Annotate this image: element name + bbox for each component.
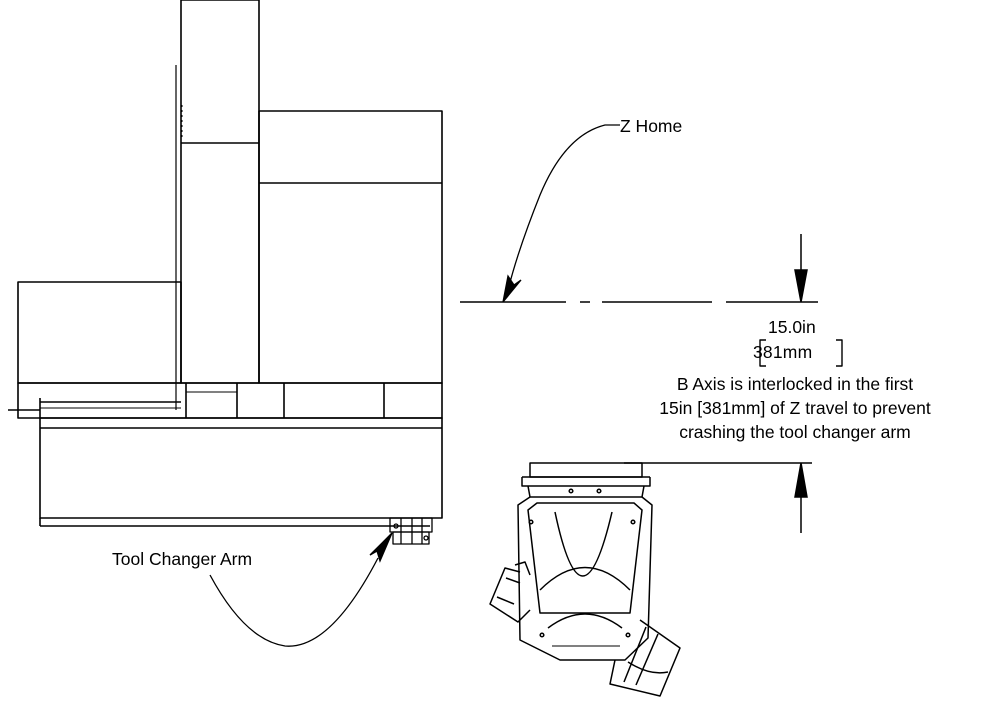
- dimension-millimeters: 381mm: [753, 342, 813, 362]
- interlock-note: B Axis is interlocked in the first 15in …: [600, 372, 990, 444]
- spindle-head: [489, 462, 681, 697]
- head-housing: [258, 110, 443, 384]
- dimension-inches: 15.0in: [768, 317, 816, 337]
- lower-band: [17, 382, 443, 419]
- dimension-z-travel: [624, 234, 812, 533]
- machine-body: [8, 0, 443, 545]
- tool-changer-arm-part: [389, 517, 433, 545]
- mm-brackets: [759, 339, 843, 367]
- column: [180, 0, 260, 384]
- z-home-label: Z Home: [620, 116, 683, 136]
- note-line-1: B Axis is interlocked in the first: [676, 374, 914, 394]
- tool-arm-leader: [209, 532, 393, 647]
- z-home-leader: [502, 124, 620, 303]
- left-cabinet: [17, 281, 182, 384]
- note-line-3: crashing the tool changer arm: [679, 422, 911, 442]
- base: [39, 417, 443, 519]
- note-line-2: 15in [381mm] of Z travel to prevent: [659, 398, 931, 418]
- tool-changer-arm-label: Tool Changer Arm: [112, 549, 253, 569]
